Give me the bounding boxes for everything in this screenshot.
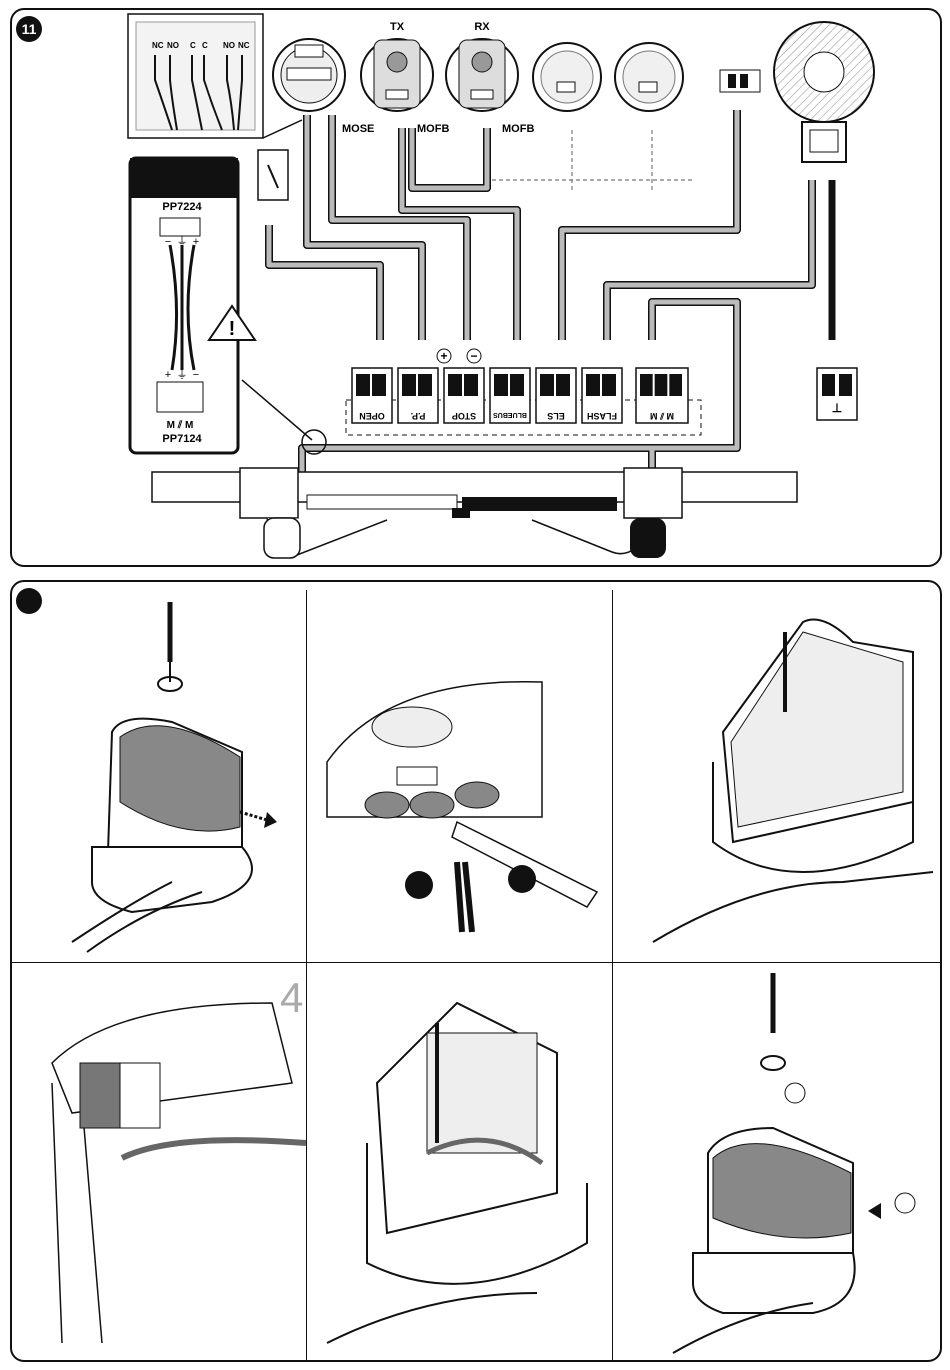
psu-bot-pol-2: ⏚ bbox=[177, 368, 188, 381]
step-cable-entry bbox=[307, 582, 612, 962]
wiring-diagram-panel: 11 bbox=[10, 8, 942, 567]
terminal-block-3: STOP bbox=[444, 368, 484, 423]
mose-keyswitch bbox=[273, 39, 345, 111]
external-switch bbox=[258, 150, 288, 200]
step-refit-cover bbox=[613, 963, 939, 1360]
terminal-block-5: ELS bbox=[536, 368, 576, 423]
sign-stop: − bbox=[470, 349, 477, 363]
rx-photocell bbox=[446, 39, 518, 111]
gate-illustration bbox=[152, 468, 797, 558]
sign-pp: + bbox=[440, 349, 447, 363]
psu-bot-pol-1: + bbox=[165, 369, 171, 381]
power-supply-box: ! bbox=[130, 158, 326, 454]
key-switch bbox=[720, 70, 760, 92]
psu-top-model: PP7224 bbox=[162, 201, 202, 213]
terminal-block-4: BLUEBUS bbox=[490, 368, 530, 423]
contact-label-6: NC bbox=[238, 41, 250, 50]
terminal-label-3: STOP bbox=[452, 411, 476, 421]
antenna-terminal-label: ⊥ bbox=[832, 401, 842, 415]
terminal-label-4: BLUEBUS bbox=[493, 411, 527, 418]
mose-label: MOSE bbox=[342, 123, 374, 135]
step-open-unit bbox=[613, 582, 939, 962]
mofb-rx-label: MOFB bbox=[502, 123, 534, 135]
svg-text:!: ! bbox=[229, 318, 236, 340]
contact-label-5: NO bbox=[223, 41, 235, 50]
tx-photocell bbox=[361, 39, 433, 111]
contact-label-2: NO bbox=[167, 41, 179, 50]
terminal-label-2: P.P. bbox=[411, 411, 426, 421]
step-connect-terminal bbox=[12, 963, 306, 1360]
psu-bottom-model: PP7124 bbox=[162, 433, 202, 445]
extra-photocell-2 bbox=[615, 43, 683, 111]
flashing-light bbox=[774, 22, 874, 162]
step-wire-control-unit bbox=[307, 963, 612, 1360]
terminal-block-7: M ⫽ M bbox=[636, 368, 688, 423]
tx-label: TX bbox=[390, 21, 405, 33]
psu-bottom-terminal: M ⫽ M bbox=[167, 419, 194, 431]
terminal-label-6: FLASH bbox=[587, 411, 617, 421]
contact-label-4: C bbox=[202, 41, 208, 50]
terminal-label-7: M ⫽ M bbox=[650, 411, 674, 421]
terminal-label-1: OPEN bbox=[359, 411, 385, 421]
psu-bot-pol-3: − bbox=[193, 369, 199, 381]
contact-label-1: NC bbox=[152, 41, 164, 50]
terminal-block-6: FLASH bbox=[582, 368, 622, 423]
psu-top-pol-3: + bbox=[193, 236, 199, 248]
contact-label-3: C bbox=[190, 41, 196, 50]
mofb-tx-label: MOFB bbox=[417, 123, 449, 135]
psu-top-pol-1: − bbox=[165, 236, 171, 248]
terminal-block-2: P.P. bbox=[398, 368, 438, 423]
step-remove-cover bbox=[12, 582, 306, 962]
psu-top-pol-2: ⏚ bbox=[177, 235, 188, 248]
terminal-block-1: OPEN bbox=[352, 368, 392, 423]
extra-photocell-1 bbox=[533, 43, 601, 111]
terminal-label-5: ELS bbox=[547, 411, 565, 421]
wiring-diagram: OPEN P.P. STOP BLUEBUS ELS FLASH M ⫽ M + − ⊥ ! P… bbox=[12, 10, 940, 565]
rx-label: RX bbox=[474, 21, 490, 33]
installation-steps-panel: 4 bbox=[10, 580, 942, 1362]
